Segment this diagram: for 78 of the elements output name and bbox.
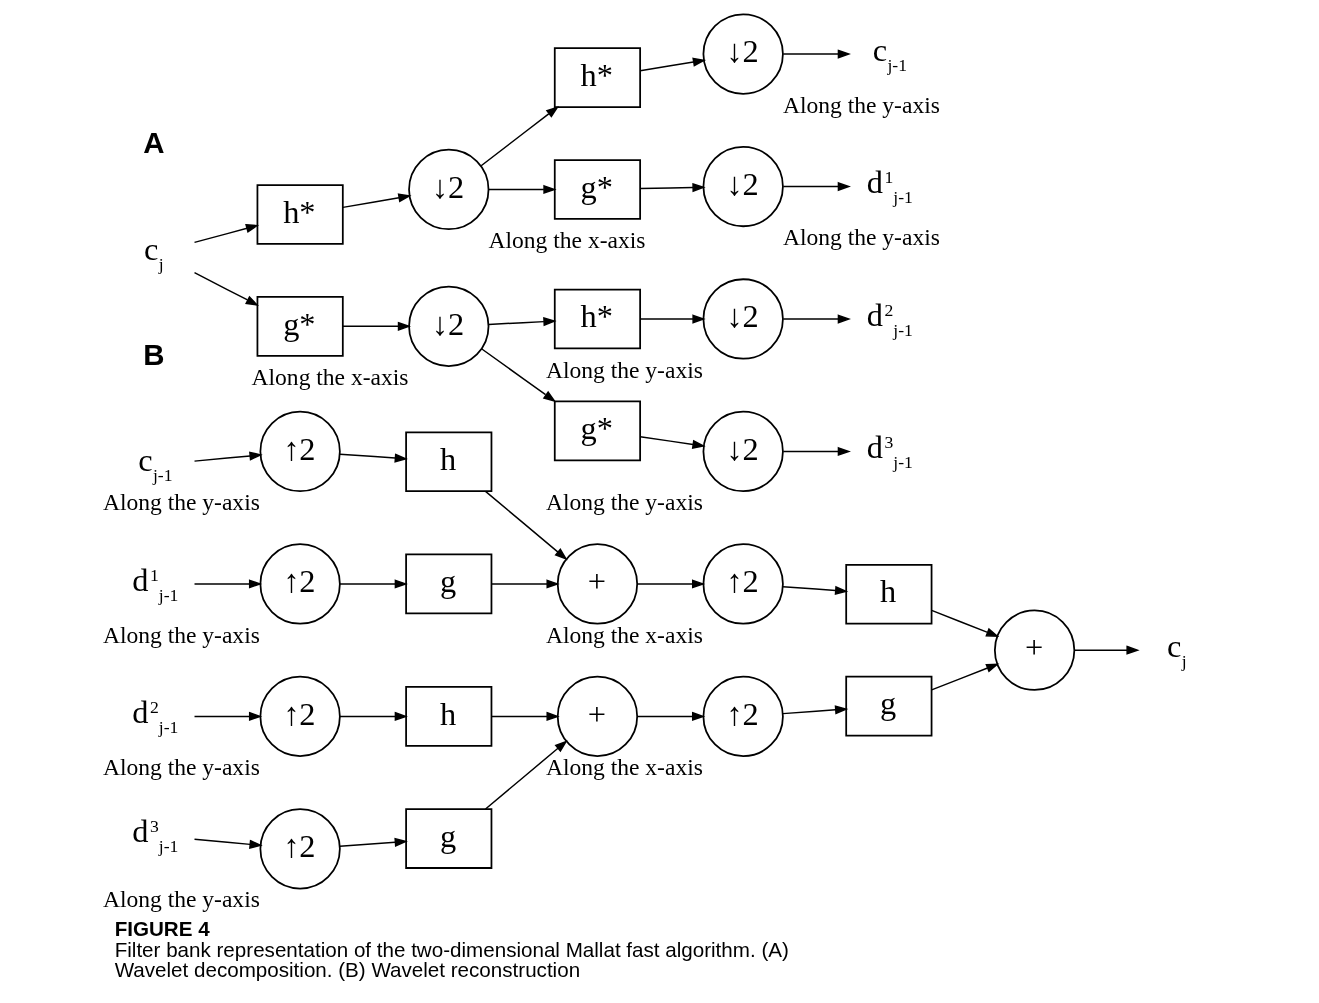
node-box: h: [404, 686, 492, 747]
arrow: [338, 837, 408, 847]
node-label: Along the y-axis: [545, 489, 703, 516]
node-circle: ↑2: [259, 410, 341, 493]
node-circle: ↑2: [259, 543, 341, 625]
diagram-title: FIGURE 4: [114, 917, 210, 940]
arrow: [487, 317, 557, 327]
arrow: [490, 579, 560, 589]
arrow: [193, 579, 262, 589]
node-circle: ↓2: [702, 278, 784, 360]
arrow: [1073, 645, 1140, 655]
arrow: [338, 711, 408, 722]
arrow: [639, 314, 706, 324]
node-text: c$_{j}$: [1166, 627, 1187, 671]
arrow: [781, 585, 848, 596]
node-label: Along the x-axis: [488, 227, 645, 254]
arrow: [338, 579, 408, 589]
node-box: h: [404, 431, 492, 493]
node-box: g: [404, 553, 492, 615]
arrow: [341, 321, 411, 331]
node-text: c$_{j-1}$: [872, 31, 907, 75]
node-label: Along the x-axis: [251, 363, 408, 390]
node-circle: ↓2: [702, 410, 784, 493]
arrow: [782, 446, 851, 457]
node-label: Along the y-axis: [545, 356, 703, 383]
arrow: [636, 711, 705, 722]
node-text: c$_{j}$: [143, 230, 164, 274]
arrow: [782, 314, 851, 324]
arrow: [193, 838, 263, 849]
arrow: [193, 451, 263, 462]
node-label: Along the y-axis: [102, 621, 260, 648]
node-box: g*: [553, 159, 641, 220]
arrow: [636, 579, 705, 589]
arrow: [484, 490, 568, 561]
label: B: [142, 337, 165, 371]
arrow: [479, 105, 559, 167]
arrow: [480, 348, 556, 403]
node-label: Along the y-axis: [102, 489, 260, 516]
node-circle: +: [993, 609, 1075, 691]
arrow: [338, 453, 408, 463]
node-box: h: [844, 563, 932, 625]
node-circle: ↓2: [702, 145, 784, 228]
arrow: [487, 184, 557, 195]
arrow: [930, 663, 999, 691]
arrow: [639, 436, 706, 449]
label: A: [142, 125, 165, 159]
node-circle: ↑2: [259, 808, 341, 890]
node-circle: ↑2: [702, 543, 784, 625]
node-circle: ↓2: [407, 148, 489, 231]
arrow: [193, 271, 259, 306]
node-box: h*: [553, 288, 641, 350]
node-label: Along the y-axis: [782, 91, 940, 118]
node-box: g*: [553, 400, 641, 462]
arrow: [782, 181, 851, 192]
node-text: c$_{j-1}$: [137, 442, 173, 486]
arrow: [341, 193, 412, 209]
node-box: g: [404, 808, 492, 869]
node-label: Along the y-axis: [782, 224, 940, 251]
caption: Filter bank representation of the two-dimensional Mallat fast algorithm. (A) Wavelet decomposition. (B) Wavelet reconstruction: [114, 937, 789, 982]
arrow: [782, 49, 851, 59]
node-circle: ↑2: [702, 675, 784, 758]
arrow: [781, 705, 848, 715]
arrow: [193, 711, 262, 722]
node-box: h*: [553, 47, 641, 108]
arrow: [484, 740, 568, 810]
arrow: [490, 711, 560, 722]
arrow: [930, 609, 999, 637]
node-circle: ↑2: [259, 675, 341, 758]
node-label: Along the y-axis: [102, 886, 260, 913]
arrow: [193, 224, 259, 244]
node-box: g*: [256, 296, 344, 357]
node-label: Along the y-axis: [102, 753, 260, 780]
arrow: [639, 57, 706, 72]
arrow: [639, 182, 706, 193]
node-box: h*: [256, 184, 344, 245]
node-circle: ↓2: [702, 13, 784, 95]
node-box: g: [844, 675, 932, 737]
node-circle: ↓2: [407, 285, 489, 367]
